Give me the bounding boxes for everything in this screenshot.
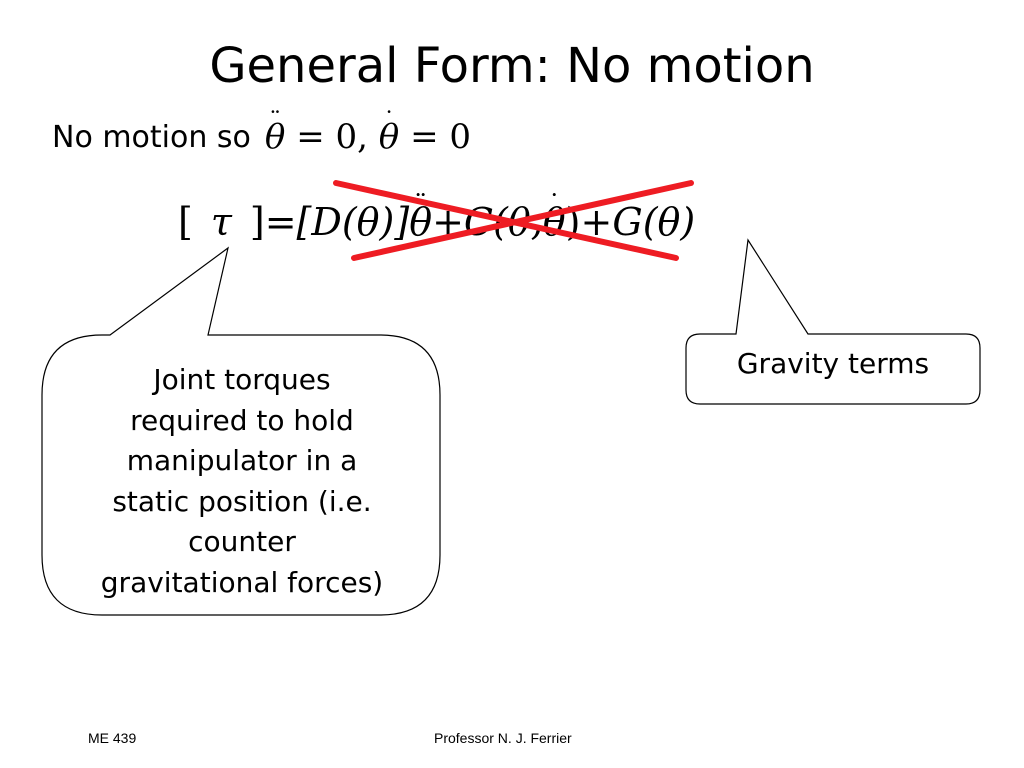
equals-sign-2: = <box>410 117 439 157</box>
double-dot-accent: ¨ <box>269 107 282 136</box>
subtitle-line: No motion so θ¨ = 0, θ˙ = 0 <box>52 107 472 162</box>
footer-course: ME 439 <box>88 730 137 746</box>
zero-value-2: 0 <box>449 117 472 157</box>
left-callout-line: Joint torques <box>153 363 331 396</box>
single-dot-accent: ˙ <box>547 188 561 220</box>
single-dot-accent: ˙ <box>383 107 395 136</box>
subtitle-text: No motion so <box>52 119 251 155</box>
equation-plus: + <box>432 200 464 244</box>
dynamics-equation: [ τ ] = [D(θ)] θ¨ + C(θ,θ˙) + G(θ) <box>178 188 696 252</box>
right-callout-text: Gravity terms <box>736 347 930 380</box>
subtitle-math: θ¨ = 0, θ˙ = 0 <box>264 107 472 157</box>
equation-coriolis-term: C(θ,θ˙) <box>463 188 581 244</box>
left-callout-text: Joint torques required to hold manipulat… <box>58 360 426 603</box>
equation-equals: = <box>264 200 297 244</box>
comma: , <box>357 117 368 157</box>
equation-tau: τ <box>210 200 232 244</box>
theta-double-dot: θ¨ <box>264 107 286 157</box>
equation-rbracket: ] <box>249 200 265 244</box>
left-callout-line: counter <box>188 525 296 558</box>
equation-theta-single-dot: θ˙ <box>542 188 566 244</box>
equation-lbracket: [ <box>178 200 193 244</box>
double-dot-accent: ¨ <box>413 188 428 220</box>
left-callout-line: manipulator in a <box>126 444 358 477</box>
footer-professor: Professor N. J. Ferrier <box>434 730 572 746</box>
left-callout-line: required to hold <box>130 403 354 437</box>
slide-title: General Form: No motion <box>209 38 815 94</box>
left-callout-line: gravitational forces) <box>100 565 384 599</box>
zero-value: 0 <box>335 117 358 157</box>
theta-single-dot: θ˙ <box>378 107 400 157</box>
left-callout-line: static position (i.e. <box>112 484 372 518</box>
equation-plus-2: + <box>580 200 613 244</box>
equals-sign: = <box>296 117 325 157</box>
equation-theta-double-dot: θ¨ <box>409 188 433 244</box>
equation-gravity-term: G(θ) <box>612 200 696 244</box>
equation-inertia-term: [D(θ)] <box>296 200 410 244</box>
